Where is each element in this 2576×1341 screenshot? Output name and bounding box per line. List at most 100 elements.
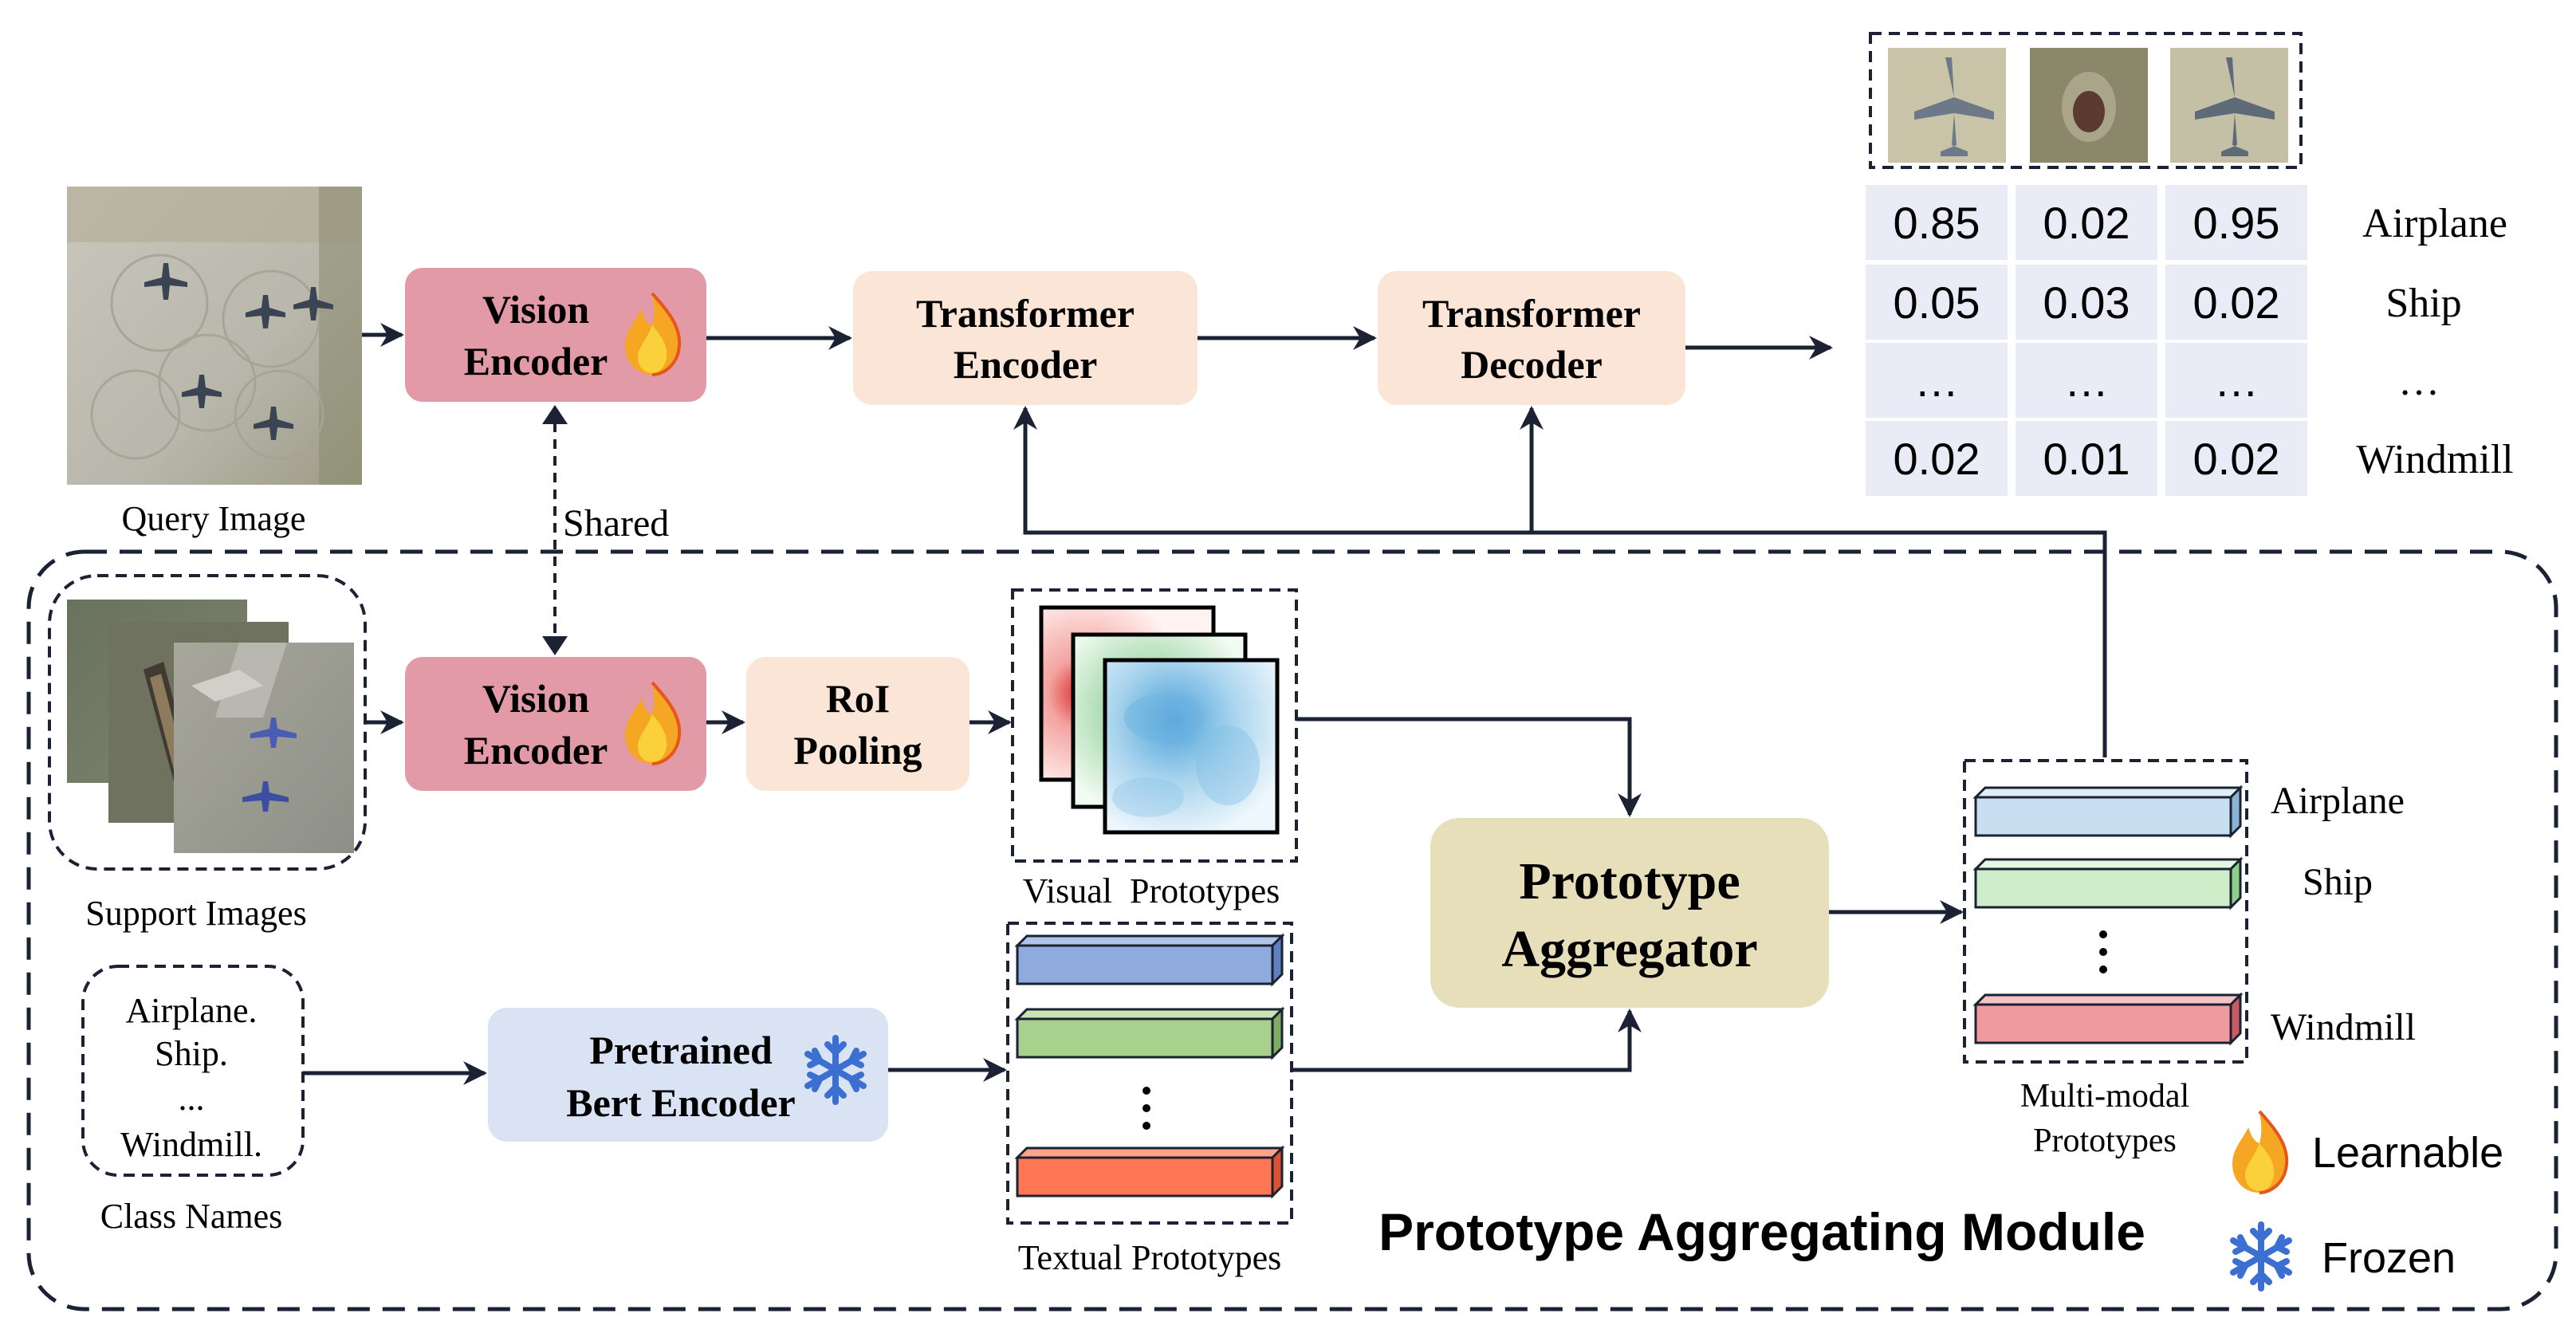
visual-prototypes-border xyxy=(1011,588,1298,863)
score-class-label: Ship xyxy=(2385,281,2461,326)
score-cell: 0.95 xyxy=(2193,198,2280,248)
score-class-label: Airplane xyxy=(2362,201,2507,246)
class-name-3: ... xyxy=(179,1079,205,1118)
roi-pooling-box xyxy=(746,657,969,791)
score-class-label: Windmill xyxy=(2356,437,2513,482)
query-image-label: Query Image xyxy=(122,499,306,538)
multimodal-class-windmill: Windmill xyxy=(2271,1006,2416,1048)
prototype-aggregator-line1: Prototype xyxy=(1519,852,1740,910)
transformer-decoder-line1: Transformer xyxy=(1422,291,1641,336)
roi-pooling-line1: RoI xyxy=(826,676,891,721)
top-flow-arrows xyxy=(362,323,1833,360)
prototype-feedback-lines xyxy=(1013,406,2107,757)
legend: Learnable Frozen xyxy=(2230,1110,2503,1292)
legend-learnable: Learnable xyxy=(2312,1129,2503,1177)
visual-heatmap-blue xyxy=(1103,658,1280,835)
score-cell: … xyxy=(1914,356,1959,406)
multimodal-label-line2: Prototypes xyxy=(2033,1123,2177,1159)
vision-encoder-bottom: Vision Encoder xyxy=(405,657,706,791)
textual-prototypes-border xyxy=(1006,922,1293,1225)
textual-bar-red xyxy=(1014,1145,1285,1199)
score-class-label: … xyxy=(2398,359,2440,404)
class-names-border xyxy=(81,965,305,1177)
score-cell: … xyxy=(2064,356,2109,406)
visual-prototypes-label: Visual Prototypes xyxy=(1023,871,1280,910)
vision-encoder-bottom-line1: Vision xyxy=(482,676,589,721)
query-image xyxy=(67,187,362,485)
module-title: Prototype Aggregating Module xyxy=(1378,1202,2145,1261)
score-cell: 0.85 xyxy=(1894,198,1980,248)
prototype-aggregator: Prototype Aggregator xyxy=(1430,818,1829,1008)
multimodal-bar-ship xyxy=(1972,856,2244,910)
score-cell-bg xyxy=(1866,185,2008,260)
shared-connector xyxy=(542,405,568,655)
vision-encoder-top-box xyxy=(405,268,706,402)
support-images xyxy=(48,574,367,871)
textual-prototypes-label: Textual Prototypes xyxy=(1018,1238,1282,1277)
multimodal-label-line1: Multi-modal xyxy=(2020,1078,2189,1115)
class-name-4: Windmill. xyxy=(120,1125,262,1164)
score-cell: 0.02 xyxy=(1894,434,1980,484)
snowflake-icon xyxy=(2230,1221,2292,1292)
flame-icon xyxy=(2232,1110,2289,1194)
score-cell-bg xyxy=(1866,265,2008,340)
shared-label: Shared xyxy=(563,502,669,545)
detected-airplane-thumb-1 xyxy=(1888,48,2006,163)
prototype-aggregator-line2: Aggregator xyxy=(1501,920,1757,978)
score-cell: 0.02 xyxy=(2043,198,2130,248)
transformer-decoder: Transformer Decoder xyxy=(1378,271,1685,405)
bottom-flow-arrows xyxy=(303,710,1964,1085)
legend-frozen: Frozen xyxy=(2322,1234,2456,1282)
score-cell-bg xyxy=(2016,343,2157,418)
transformer-encoder: Transformer Encoder xyxy=(853,271,1198,405)
textual-bar-blue xyxy=(1014,933,1285,987)
class-name-2: Ship. xyxy=(155,1034,228,1073)
support-images-label: Support Images xyxy=(85,894,306,933)
detected-ship-thumb xyxy=(2030,48,2148,163)
score-cell-bg xyxy=(1866,421,2008,496)
vision-encoder-bottom-box xyxy=(405,657,706,791)
textual-ellipsis xyxy=(1142,1087,1150,1130)
vision-encoder-top-line2: Encoder xyxy=(464,339,608,383)
vision-encoder-top: Vision Encoder xyxy=(405,268,706,402)
score-cell-bg xyxy=(2165,265,2307,340)
class-names: Airplane. Ship. ... Windmill. xyxy=(81,965,305,1177)
bert-encoder-line1: Pretrained xyxy=(589,1028,773,1072)
multimodal-bar-airplane xyxy=(1972,785,2244,839)
multimodal-ellipsis xyxy=(2099,930,2107,973)
support-image-3 xyxy=(174,643,354,853)
score-cell: 0.01 xyxy=(2043,434,2130,484)
transformer-encoder-line1: Transformer xyxy=(916,291,1135,336)
roi-pooling: RoI Pooling xyxy=(746,657,969,791)
multimodal-prototypes-border xyxy=(1963,759,2248,1064)
textual-bar-green xyxy=(1014,1006,1285,1060)
score-cell-bg xyxy=(1866,343,2008,418)
score-cell-bg xyxy=(2016,265,2157,340)
score-cell: 0.02 xyxy=(2193,277,2280,328)
class-names-label: Class Names xyxy=(100,1197,283,1236)
score-cell-bg xyxy=(2165,343,2307,418)
multimodal-class-ship: Ship xyxy=(2303,861,2373,903)
multimodal-bar-windmill xyxy=(1972,992,2244,1046)
class-name-1: Airplane. xyxy=(126,991,258,1030)
score-cell-bg xyxy=(2016,185,2157,260)
bert-encoder: Pretrained Bert Encoder xyxy=(488,1008,888,1142)
score-cell: 0.03 xyxy=(2043,277,2130,328)
flame-icon xyxy=(625,681,682,765)
score-cell-bg xyxy=(2165,421,2307,496)
transformer-decoder-box xyxy=(1378,271,1685,405)
multimodal-prototypes xyxy=(1963,759,2248,1064)
transformer-encoder-line2: Encoder xyxy=(954,342,1098,387)
prototype-aggregating-module-border xyxy=(26,549,2558,1312)
score-cell: 0.05 xyxy=(1894,277,1980,328)
prototype-aggregator-box xyxy=(1430,818,1829,1008)
vision-encoder-bottom-line2: Encoder xyxy=(464,728,608,773)
bert-encoder-line2: Bert Encoder xyxy=(566,1080,795,1125)
score-cell-bg xyxy=(2016,421,2157,496)
roi-pooling-line2: Pooling xyxy=(793,728,922,773)
score-cell-bg xyxy=(2165,185,2307,260)
visual-prototypes xyxy=(1011,588,1298,863)
